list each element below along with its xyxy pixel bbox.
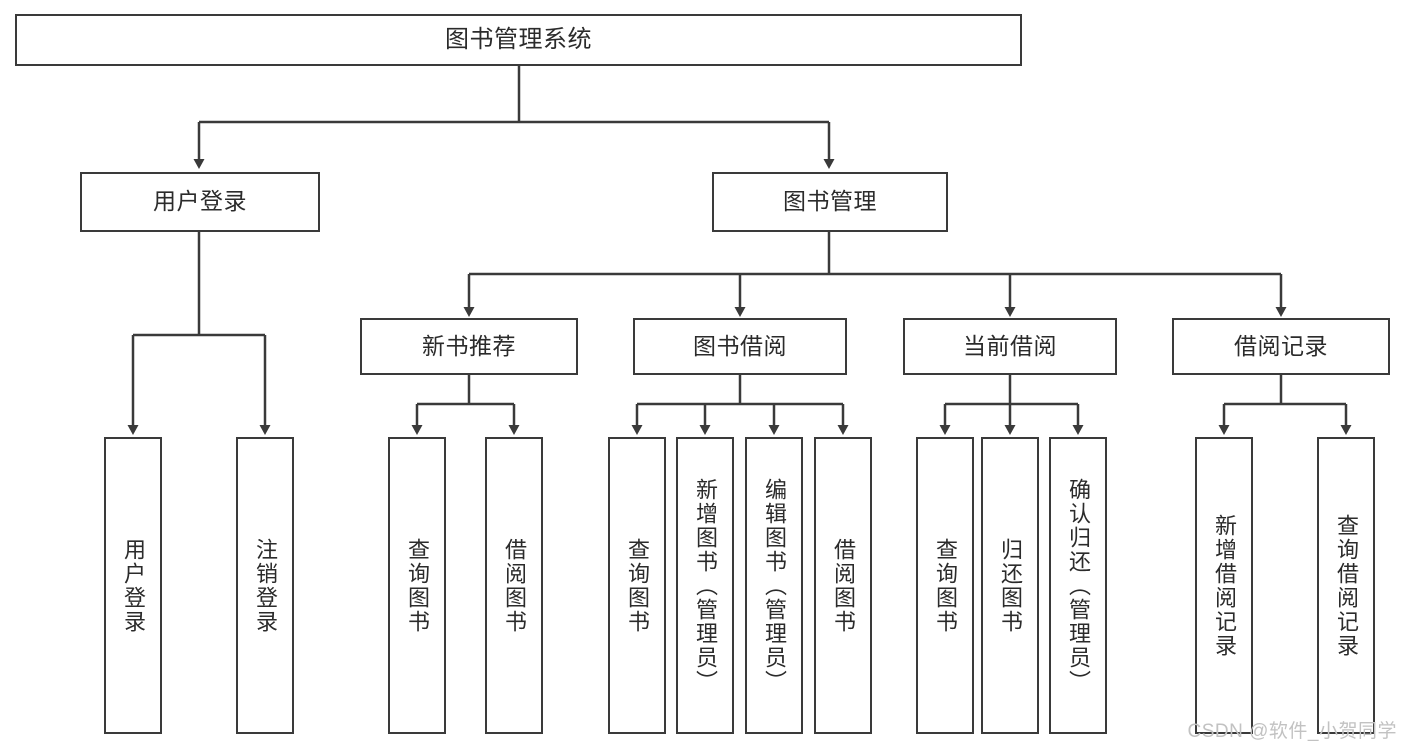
node-book-borrow[interactable]: 图书借阅	[633, 318, 847, 375]
watermark: CSDN @软件_小贺同学	[1187, 721, 1397, 742]
node-leaf-query-book-1[interactable]: 查询图书	[388, 437, 446, 734]
node-new-book-recommend[interactable]: 新书推荐	[360, 318, 578, 375]
node-new-book-recommend-label: 新书推荐	[422, 332, 516, 359]
node-leaf-query-book-3-label: 查询图书	[932, 537, 958, 634]
node-current-borrow[interactable]: 当前借阅	[903, 318, 1117, 375]
node-leaf-user-login[interactable]: 用户登录	[104, 437, 162, 734]
node-leaf-confirm-return-label: 确认归还（管理员）	[1065, 477, 1091, 694]
node-borrow-record-label: 借阅记录	[1234, 332, 1328, 359]
node-user-login[interactable]: 用户登录	[80, 172, 320, 232]
node-leaf-add-book-label: 新增图书（管理员）	[692, 477, 718, 694]
node-user-login-label: 用户登录	[153, 188, 247, 215]
node-leaf-query-record-label: 查询借阅记录	[1333, 513, 1359, 658]
node-leaf-user-login-label: 用户登录	[120, 537, 146, 634]
node-leaf-query-book-2-label: 查询图书	[624, 537, 650, 634]
node-leaf-user-logout-label: 注销登录	[252, 537, 278, 634]
node-leaf-edit-book[interactable]: 编辑图书（管理员）	[745, 437, 803, 734]
node-root-system[interactable]: 图书管理系统	[15, 14, 1022, 66]
node-leaf-borrow-book-1[interactable]: 借阅图书	[485, 437, 543, 734]
node-leaf-return-book-label: 归还图书	[997, 537, 1023, 634]
node-leaf-user-logout[interactable]: 注销登录	[236, 437, 294, 734]
node-book-management[interactable]: 图书管理	[712, 172, 948, 232]
node-leaf-add-record-label: 新增借阅记录	[1211, 513, 1237, 658]
node-leaf-edit-book-label: 编辑图书（管理员）	[761, 477, 787, 694]
node-leaf-add-book[interactable]: 新增图书（管理员）	[676, 437, 734, 734]
node-borrow-record[interactable]: 借阅记录	[1172, 318, 1390, 375]
node-leaf-confirm-return[interactable]: 确认归还（管理员）	[1049, 437, 1107, 734]
node-current-borrow-label: 当前借阅	[963, 332, 1057, 359]
node-leaf-borrow-book-2[interactable]: 借阅图书	[814, 437, 872, 734]
node-leaf-query-book-1-label: 查询图书	[404, 537, 430, 634]
node-leaf-query-book-3[interactable]: 查询图书	[916, 437, 974, 734]
node-leaf-add-record[interactable]: 新增借阅记录	[1195, 437, 1253, 734]
node-book-borrow-label: 图书借阅	[693, 332, 787, 359]
node-leaf-borrow-book-1-label: 借阅图书	[501, 537, 527, 634]
node-root-system-label: 图书管理系统	[445, 25, 592, 53]
node-book-management-label: 图书管理	[783, 188, 877, 215]
node-leaf-query-book-2[interactable]: 查询图书	[608, 437, 666, 734]
node-leaf-borrow-book-2-label: 借阅图书	[830, 537, 856, 634]
node-leaf-return-book[interactable]: 归还图书	[981, 437, 1039, 734]
node-leaf-query-record[interactable]: 查询借阅记录	[1317, 437, 1375, 734]
